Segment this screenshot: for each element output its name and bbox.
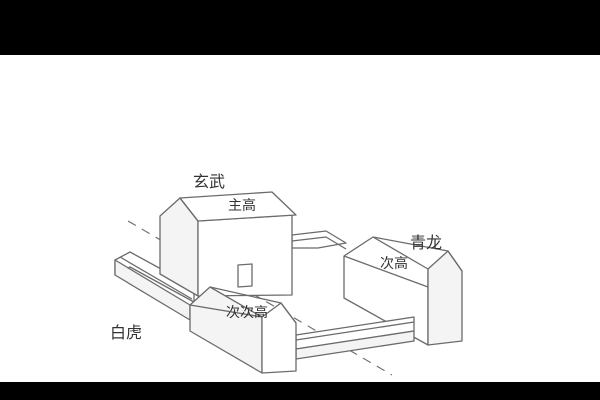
front-wall <box>295 316 415 360</box>
front-building <box>189 286 297 374</box>
main-building-door <box>237 263 253 288</box>
label-second-high: 次高 <box>380 255 408 272</box>
courtyard-diagram: 玄武 主高 青龙 次高 次次高 白虎 <box>110 172 463 376</box>
label-third-high: 次次高 <box>226 304 268 321</box>
main-building <box>159 191 297 297</box>
letterbox-bottom <box>0 382 600 400</box>
label-main-high: 主高 <box>228 197 256 214</box>
back-wall <box>291 230 347 250</box>
label-qinglong: 青龙 <box>410 233 442 252</box>
diagram-canvas: 玄武 主高 青龙 次高 次次高 白虎 <box>0 55 600 382</box>
label-xuanwu: 玄武 <box>193 172 225 191</box>
left-wall <box>114 251 195 321</box>
label-baihu: 白虎 <box>110 323 142 342</box>
letterbox-top <box>0 0 600 55</box>
